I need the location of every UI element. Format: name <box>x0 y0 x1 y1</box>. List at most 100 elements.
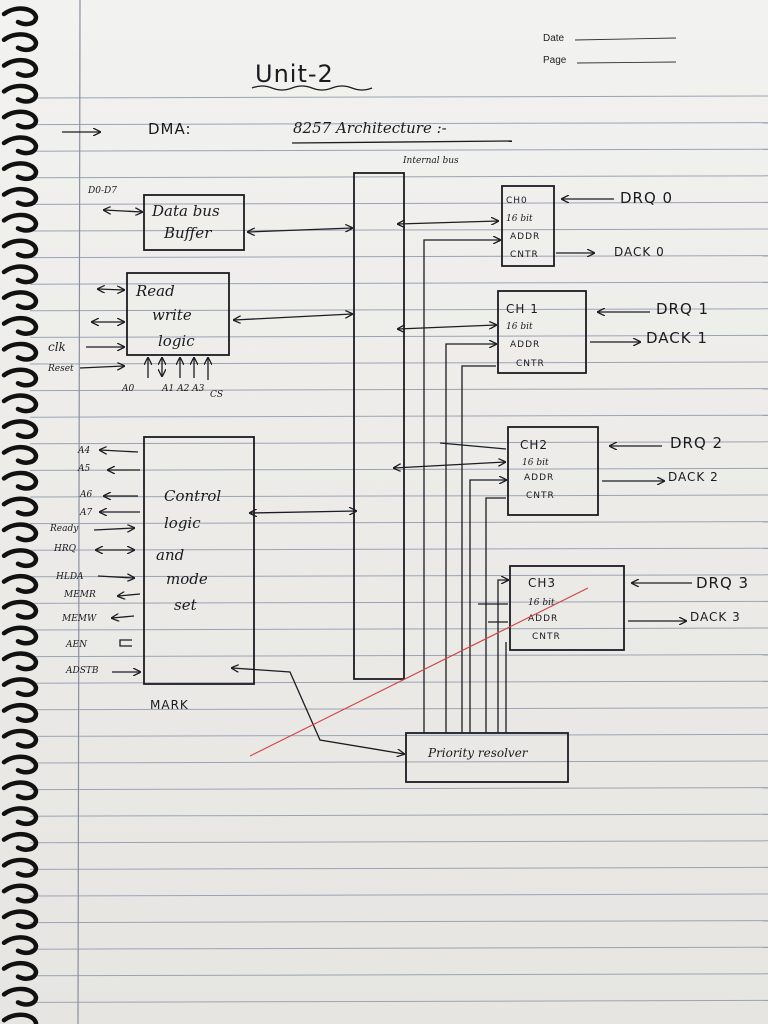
pin-ready: Ready <box>50 524 79 534</box>
heading-underline <box>291 140 513 144</box>
pin-a5: A5 <box>78 464 91 474</box>
ch3-name: CH3 <box>528 576 557 590</box>
ruled-line <box>29 441 768 445</box>
priority-resolver-label: Priority resolver <box>428 746 528 760</box>
pin-memr-arrow <box>118 594 141 596</box>
spiral-ring <box>1 470 39 491</box>
spiral-ring <box>1 702 39 723</box>
ch3-dack: DACK 3 <box>690 610 741 624</box>
spiral-ring <box>1 238 39 259</box>
ch2-aux-wire <box>485 497 506 733</box>
ch1-name: CH 1 <box>506 302 539 316</box>
data-bus-buffer-line1: Data bus <box>152 202 220 220</box>
spiral-ring <box>1 522 39 543</box>
ruled-line <box>29 175 768 179</box>
ch0-block <box>501 185 555 267</box>
spiral-ring <box>1 625 39 646</box>
page-label: Page <box>543 55 567 66</box>
spiral-ring <box>1 315 39 336</box>
ruled-line <box>29 494 768 498</box>
ruled-line <box>29 388 768 392</box>
rw-logic-line3: logic <box>158 332 195 350</box>
reset-arrow <box>79 366 124 368</box>
spiral-ring <box>1 264 39 285</box>
spiral-ring <box>1 599 39 620</box>
spiral-ring <box>1 83 39 104</box>
rw-in-1 <box>98 289 124 290</box>
ch2-line1: 16 bit <box>522 458 549 468</box>
ruled-line <box>29 95 768 99</box>
ch1-line2: ADDR <box>510 340 541 350</box>
spiral-ring <box>1 651 39 672</box>
ruled-line <box>29 308 768 312</box>
bus-ch2-link <box>394 462 505 468</box>
spiral-ring <box>1 393 39 414</box>
ch0-name: CH0 <box>506 196 528 206</box>
ruled-line <box>29 787 768 791</box>
clk-label: clk <box>48 340 66 354</box>
pin-adstb: ADSTB <box>66 666 99 676</box>
pin-aen: AEN <box>66 640 87 650</box>
read-write-logic-block <box>126 272 230 356</box>
pin-hlda-arrow <box>97 576 134 578</box>
dbb-bus-link <box>248 228 352 232</box>
priority-resolver-block <box>405 732 569 783</box>
ch2-dack: DACK 2 <box>668 470 719 484</box>
ruled-line <box>29 255 768 259</box>
ch3-line1: 16 bit <box>528 598 555 608</box>
pin-memr: MEMR <box>64 590 96 600</box>
spiral-ring <box>1 186 39 207</box>
spiral-ring <box>1 677 39 698</box>
ruled-line <box>29 228 768 232</box>
ch2-name: CH2 <box>520 438 549 452</box>
spiral-ring <box>1 573 39 594</box>
ch3-block <box>509 565 625 651</box>
ch0-line3: CNTR <box>510 250 539 260</box>
ruled-line <box>29 973 768 977</box>
ruled-line <box>29 148 768 152</box>
pin-a7: A7 <box>80 508 93 518</box>
spiral-ring <box>1 960 39 981</box>
spiral-ring <box>1 935 39 956</box>
topic-label: DMA: <box>148 120 192 138</box>
ruled-line <box>29 201 768 205</box>
a0-label: A0 <box>122 384 135 394</box>
title-underline <box>251 85 373 91</box>
date-label: Date <box>543 33 565 44</box>
ruled-line <box>29 281 768 285</box>
section-heading: 8257 Architecture :- <box>293 119 447 137</box>
ctrl-bus-link <box>250 511 356 513</box>
ruled-line <box>29 893 768 897</box>
ch2-top-wire <box>439 442 507 450</box>
pin-a4-arrow <box>100 450 139 452</box>
spiral-ring <box>1 109 39 130</box>
red-pen-stroke <box>249 587 589 757</box>
reset-label: Reset <box>48 364 74 374</box>
a1-a3-label: A1 A2 A3 <box>162 384 205 394</box>
ch0-drq: DRQ 0 <box>620 189 674 207</box>
spiral-ring <box>1 212 39 233</box>
ruled-line <box>29 361 768 365</box>
ctrl-resolver-wire <box>232 668 404 754</box>
spiral-ring <box>1 444 39 465</box>
spiral-ring <box>1 135 39 156</box>
ch3-line3: CNTR <box>532 632 561 642</box>
data-bus-buffer-block <box>143 194 245 251</box>
ch2-resolver-wire <box>469 480 506 733</box>
ruled-line <box>29 866 768 870</box>
ruled-line <box>29 999 768 1003</box>
ch2-drq: DRQ 2 <box>670 434 724 452</box>
ch3-resolver-wire <box>497 580 508 733</box>
data-bus-buffer-line2: Buffer <box>164 224 212 242</box>
pin-aen-mark <box>119 639 132 647</box>
spiral-ring <box>1 161 39 182</box>
pin-a4: A4 <box>78 446 91 456</box>
ch1-dack: DACK 1 <box>646 329 708 347</box>
cs-label: CS <box>210 390 224 400</box>
spiral-ring <box>1 341 39 362</box>
ruled-line <box>29 574 768 578</box>
ruled-line <box>29 760 768 764</box>
spiral-ring <box>1 290 39 311</box>
